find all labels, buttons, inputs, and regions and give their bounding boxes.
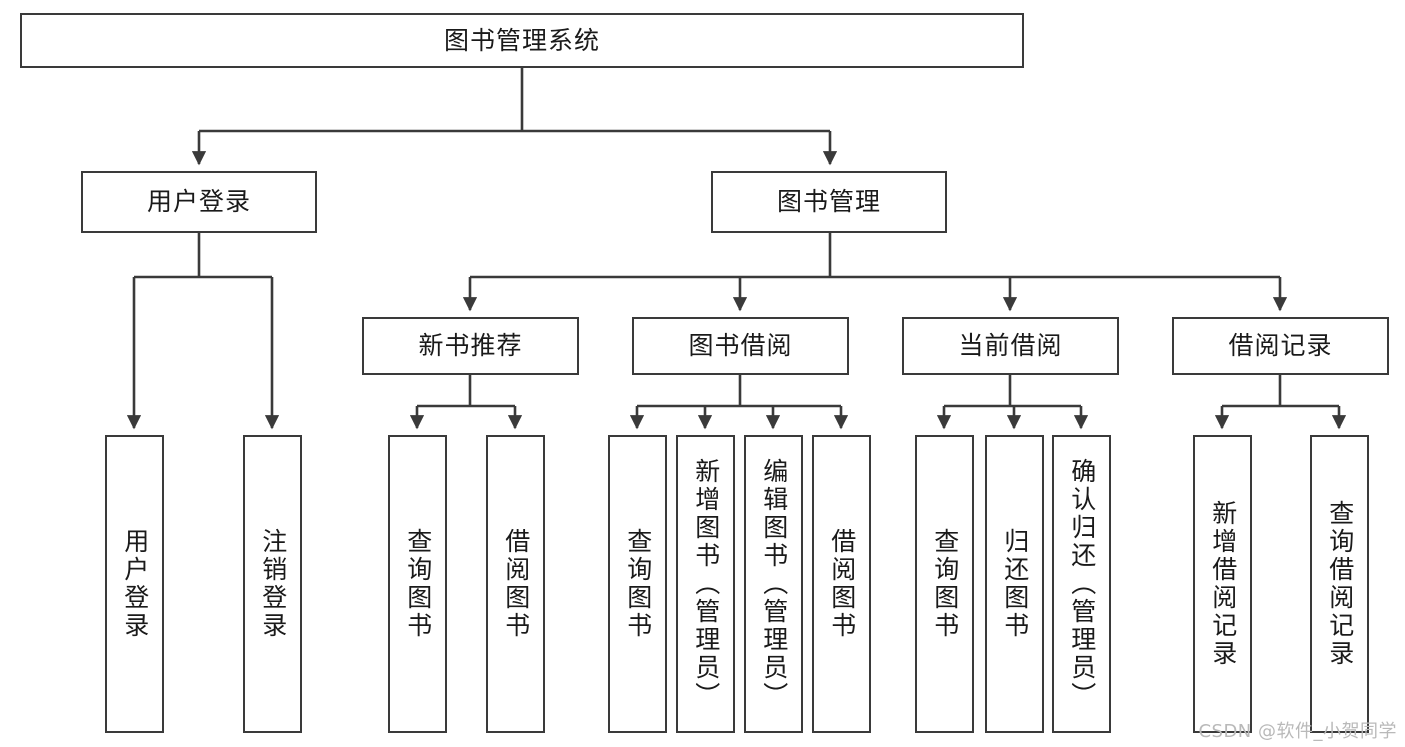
node-leaf-borrow-book-2[interactable]: 借阅图书 [812,435,871,733]
node-leaf-add-book[interactable]: 新增图书（管理员） [676,435,735,733]
node-new-book-recommend[interactable]: 新书推荐 [362,317,579,375]
node-leaf-borrow-book-1[interactable]: 借阅图书 [486,435,545,733]
node-leaf-confirm-return[interactable]: 确认归还（管理员） [1052,435,1111,733]
node-leaf-query-book-2[interactable]: 查询图书 [608,435,667,733]
watermark: CSDN @软件_小贺同学 [1198,721,1397,742]
node-current-borrow[interactable]: 当前借阅 [902,317,1119,375]
node-leaf-return-book[interactable]: 归还图书 [985,435,1044,733]
node-leaf-edit-book[interactable]: 编辑图书（管理员） [744,435,803,733]
node-leaf-user-login[interactable]: 用户登录 [105,435,164,733]
node-leaf-query-borrow-record[interactable]: 查询借阅记录 [1310,435,1369,733]
node-root-system[interactable]: 图书管理系统 [20,13,1024,68]
node-user-login[interactable]: 用户登录 [81,171,317,233]
node-book-manage[interactable]: 图书管理 [711,171,947,233]
node-leaf-query-book-1[interactable]: 查询图书 [388,435,447,733]
node-borrow-record[interactable]: 借阅记录 [1172,317,1389,375]
node-leaf-logout-login[interactable]: 注销登录 [243,435,302,733]
node-leaf-query-book-3[interactable]: 查询图书 [915,435,974,733]
node-leaf-add-borrow-record[interactable]: 新增借阅记录 [1193,435,1252,733]
node-book-borrow[interactable]: 图书借阅 [632,317,849,375]
